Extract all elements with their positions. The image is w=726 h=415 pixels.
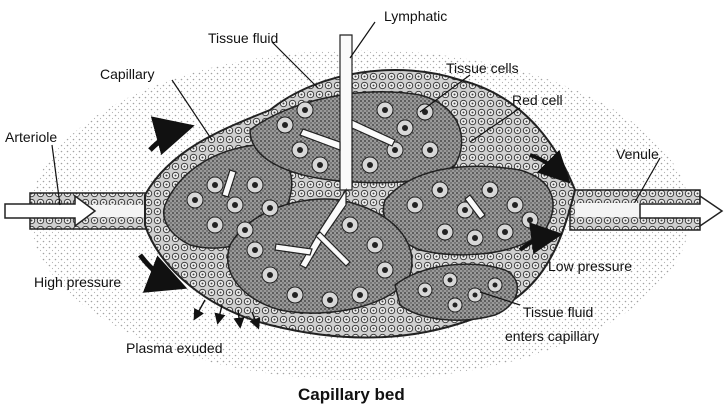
- label-low-pressure: Low pressure: [548, 258, 632, 274]
- diagram-caption: Capillary bed: [298, 385, 405, 405]
- label-arteriole: Arteriole: [5, 129, 57, 145]
- label-red-cell: Red cell: [512, 92, 563, 108]
- label-high-pressure: High pressure: [34, 274, 121, 290]
- label-capillary: Capillary: [100, 66, 154, 82]
- label-tissue-fluid: Tissue fluid: [208, 30, 278, 46]
- label-tissue-fluid-enters-line2: enters capillary: [505, 328, 599, 344]
- label-tissue-fluid-enters-line1: Tissue fluid: [523, 304, 593, 320]
- label-lymphatic: Lymphatic: [384, 8, 447, 24]
- label-venule: Venule: [616, 146, 659, 162]
- label-plasma-exuded: Plasma exuded: [126, 340, 223, 356]
- label-tissue-cells: Tissue cells: [446, 60, 519, 76]
